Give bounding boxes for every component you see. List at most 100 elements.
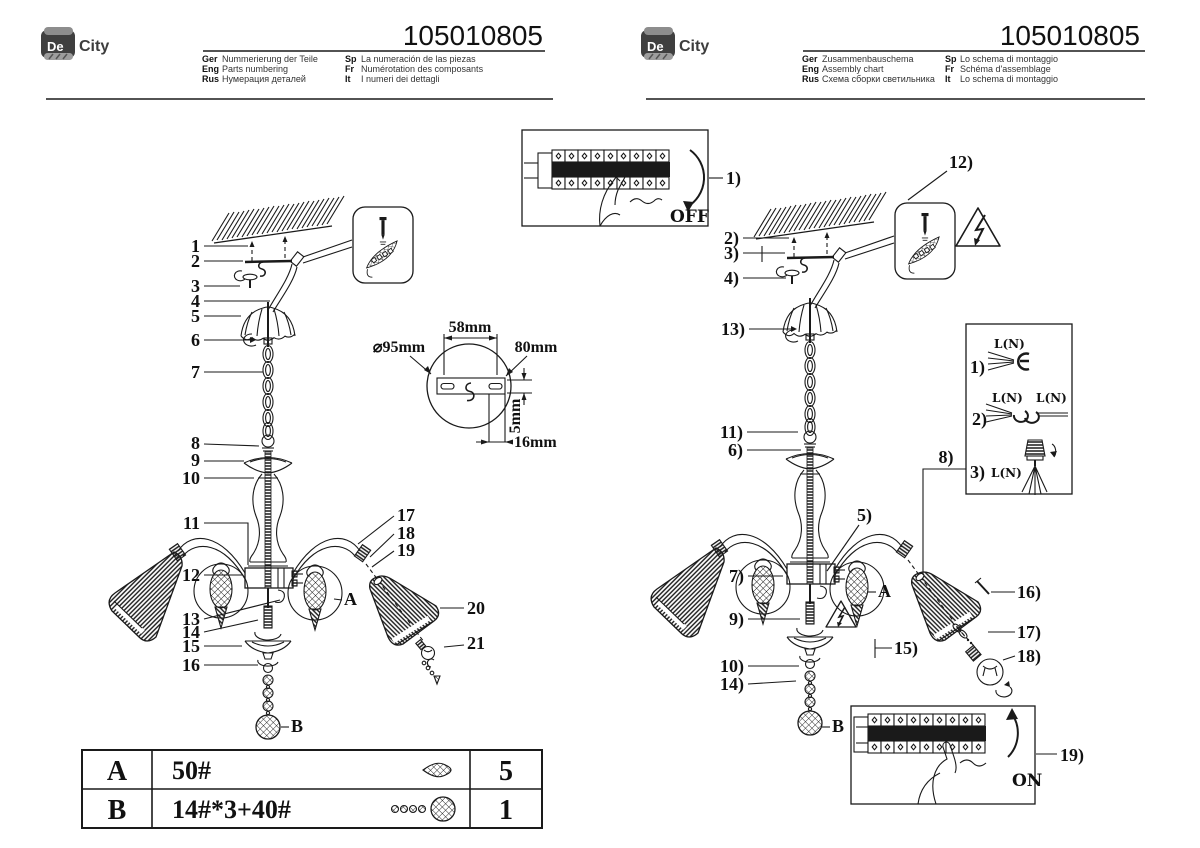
assembly-label-6: 6) <box>728 440 743 461</box>
lang-tag: It <box>345 74 351 84</box>
wire-label-ln: L(N) <box>992 391 1023 405</box>
part-label-10: 10 <box>182 468 200 488</box>
lang-text: Assembly chart <box>822 64 884 74</box>
part-label-A: A <box>344 589 357 609</box>
wire-label-ln: L(N) <box>1036 391 1067 405</box>
table-row-b-spec: 14#*3+40# <box>172 795 291 824</box>
lang-text: Parts numbering <box>222 64 288 74</box>
part-number: 105010805 <box>403 20 543 51</box>
lang-tag: Sp <box>345 54 357 64</box>
assembly-label-2: 2) <box>724 228 739 249</box>
lang-tag: Rus <box>802 74 819 84</box>
lang-tag: Eng <box>202 64 219 74</box>
dimension-detail: 58mm ⌀95mm 80mm 5mm 16mm <box>373 319 558 451</box>
bulb-and-crystal <box>415 638 441 686</box>
lang-tag: Eng <box>802 64 819 74</box>
lang-tag: Fr <box>345 64 354 74</box>
part-label-20: 20 <box>467 598 485 618</box>
off-label: OFF <box>670 207 709 227</box>
part-label-15: 15 <box>182 636 200 656</box>
assembly-label-8: 8) <box>939 447 954 468</box>
table-row-a-qty: 5 <box>499 756 513 787</box>
part-label-18: 18 <box>397 523 415 543</box>
assembly-label-15: 15) <box>894 638 918 659</box>
table-row-a-letter: A <box>107 756 128 787</box>
part-label-7: 7 <box>191 362 200 382</box>
lang-tag: It <box>945 74 951 84</box>
lang-text: Lo schema di montaggio <box>960 54 1058 64</box>
assembly-diagram: OFF 1) 12) 1) L(N) 2) L(N) L(N) 3) <box>521 129 1084 805</box>
lang-tag: Fr <box>945 64 954 74</box>
part-label-17: 17 <box>397 505 415 525</box>
assembly-label-12: 12) <box>949 152 973 173</box>
assembly-label-3: 3) <box>724 243 739 264</box>
assembly-label-16: 16) <box>1017 582 1041 603</box>
lang-tag: Sp <box>945 54 957 64</box>
assembly-label-5: 5) <box>857 505 872 526</box>
left-header: De City 105010805 Ger Nummerierung der T… <box>40 20 553 100</box>
assembly-label-10: 10) <box>720 656 744 677</box>
assembly-label-9: 9) <box>729 609 744 630</box>
part-labels: 1 2 3 4 5 6 7 8 9 10 11 12 13 14 15 16 1… <box>182 236 485 736</box>
part-number: 105010805 <box>1000 20 1140 51</box>
chandelier-drawing <box>109 196 438 739</box>
on-label: ON <box>1012 771 1042 791</box>
lang-tag: Ger <box>802 54 818 64</box>
chandelier-drawing <box>651 192 980 735</box>
lang-text: Numérotation des composants <box>361 64 484 74</box>
dim-16mm: 16mm <box>514 434 557 451</box>
table-row-b-letter: B <box>108 795 127 826</box>
lang-tag: Ger <box>202 54 218 64</box>
crystal-drop-icon <box>422 762 452 778</box>
bulb <box>964 644 1013 698</box>
screw-16 <box>974 577 990 595</box>
wiring-step-3: 3) <box>970 462 985 483</box>
logo-city-text: City <box>79 38 109 55</box>
socket-rings <box>951 621 975 647</box>
warning-triangle <box>955 207 1001 247</box>
right-header: De City 105010805 Ger Zusammenbauschema … <box>640 20 1145 100</box>
part-label-4: 4 <box>191 291 200 311</box>
logo-de-text: De <box>47 39 64 54</box>
assembly-label-18: 18) <box>1017 646 1041 667</box>
assembly-label-19: 19) <box>1060 745 1084 766</box>
assembly-label-13: 13) <box>721 319 745 340</box>
wiring-step-2: 2) <box>972 409 987 430</box>
assembly-label-4: 4) <box>724 268 739 289</box>
lang-text: La numeración de las piezas <box>361 54 476 64</box>
wiring-box: 1) L(N) 2) L(N) L(N) 3) L(N) <box>965 323 1073 495</box>
assembly-label-1: 1) <box>726 168 741 189</box>
parts-table: A 50# 5 B 14#*3+40# 1 <box>81 749 543 829</box>
lang-text: Nummerierung der Teile <box>222 54 318 64</box>
lang-text: Schéma d'assemblage <box>960 64 1051 74</box>
part-label-9: 9 <box>191 450 200 470</box>
part-label-11: 11 <box>183 513 200 533</box>
dim-5mm: 5mm <box>507 398 524 433</box>
warning-triangle-small <box>825 600 857 628</box>
wiring-step-1: 1) <box>970 357 985 378</box>
part-label-2: 2 <box>191 251 200 271</box>
table-row-a-spec: 50# <box>172 756 211 785</box>
part-label-8: 8 <box>191 433 200 453</box>
lang-tag: Rus <box>202 74 219 84</box>
wire-label-ln: L(N) <box>991 466 1022 480</box>
part-label-12: 12 <box>182 565 200 585</box>
lang-text: I numeri dei dettagli <box>361 74 440 84</box>
part-label-21: 21 <box>467 633 485 653</box>
table-row-b-qty: 1 <box>499 795 513 826</box>
dim-80mm: 80mm <box>515 339 558 356</box>
assembly-label-17: 17) <box>1017 622 1041 643</box>
off-detail-box: OFF <box>521 129 709 227</box>
assembly-labels: 2) 3) 4) 13) 11) 6) 5) 7) 9) 10) 14) 15)… <box>720 228 1041 736</box>
part-label-6: 6 <box>191 330 200 350</box>
parts-diagram: 58mm ⌀95mm 80mm 5mm 16mm 1 2 3 4 5 6 <box>109 196 558 739</box>
assembly-label-11: 11) <box>720 422 743 443</box>
assembly-label-B: B <box>832 716 844 736</box>
dim-95mm: ⌀95mm <box>373 339 426 356</box>
lang-text: Нумерация деталей <box>222 74 306 84</box>
part-label-13: 13 <box>182 609 200 629</box>
lang-text: Схема сборки светильника <box>822 74 935 84</box>
part-label-19: 19 <box>397 540 415 560</box>
